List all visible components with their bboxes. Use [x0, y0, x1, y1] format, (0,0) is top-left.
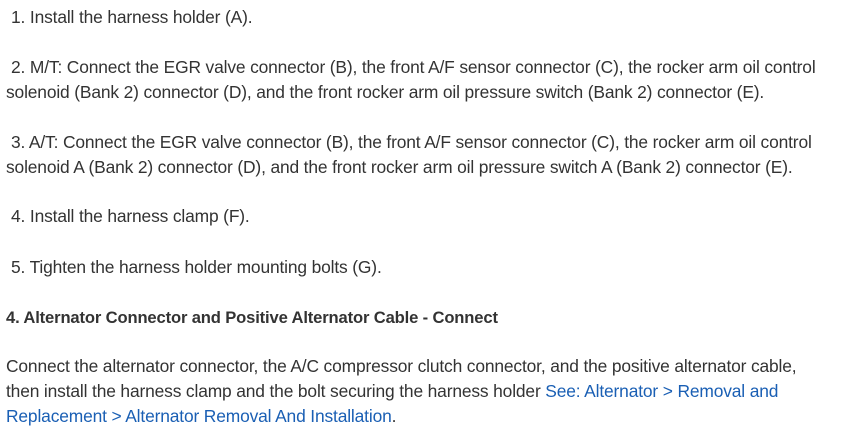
step-3-text-line-1: 3. A/T: Connect the EGR valve connector …: [11, 132, 812, 152]
section-heading-text: 4. Alternator Connector and Positive Alt…: [6, 308, 498, 327]
step-2-text-line-2: solenoid (Bank 2) connector (D), and the…: [6, 82, 765, 102]
step-3-line-2: solenoid A (Bank 2) connector (D), and t…: [6, 155, 842, 180]
section-body-period: .: [391, 406, 397, 426]
step-5-text: 5. Tighten the harness holder mounting b…: [11, 257, 382, 277]
section-body-line-2: then install the harness clamp and the b…: [6, 379, 842, 404]
step-3-text-line-2: solenoid A (Bank 2) connector (D), and t…: [6, 157, 793, 177]
section-body-text-line-1: Connect the alternator connector, the A/…: [6, 356, 797, 376]
step-5: 5. Tighten the harness holder mounting b…: [11, 255, 845, 280]
step-4: 4. Install the harness clamp (F).: [11, 204, 845, 229]
step-3-line-1: 3. A/T: Connect the EGR valve connector …: [11, 130, 845, 155]
step-2-line-2: solenoid (Bank 2) connector (D), and the…: [6, 80, 842, 105]
alternator-removal-link-part-1[interactable]: See: Alternator > Removal and: [545, 381, 779, 401]
step-1-text: 1. Install the harness holder (A).: [11, 7, 253, 27]
step-2-text-line-1: 2. M/T: Connect the EGR valve connector …: [11, 57, 816, 77]
section-body-text-line-2: then install the harness clamp and the b…: [6, 381, 546, 401]
step-2-line-1: 2. M/T: Connect the EGR valve connector …: [11, 55, 845, 80]
step-4-text: 4. Install the harness clamp (F).: [11, 206, 250, 226]
section-heading: 4. Alternator Connector and Positive Alt…: [6, 305, 842, 330]
step-1: 1. Install the harness holder (A).: [11, 5, 845, 30]
section-body-line-1: Connect the alternator connector, the A/…: [6, 354, 842, 379]
section-body-line-3: Replacement > Alternator Removal And Ins…: [6, 404, 842, 429]
alternator-removal-link-part-2[interactable]: Replacement > Alternator Removal And Ins…: [6, 406, 392, 426]
